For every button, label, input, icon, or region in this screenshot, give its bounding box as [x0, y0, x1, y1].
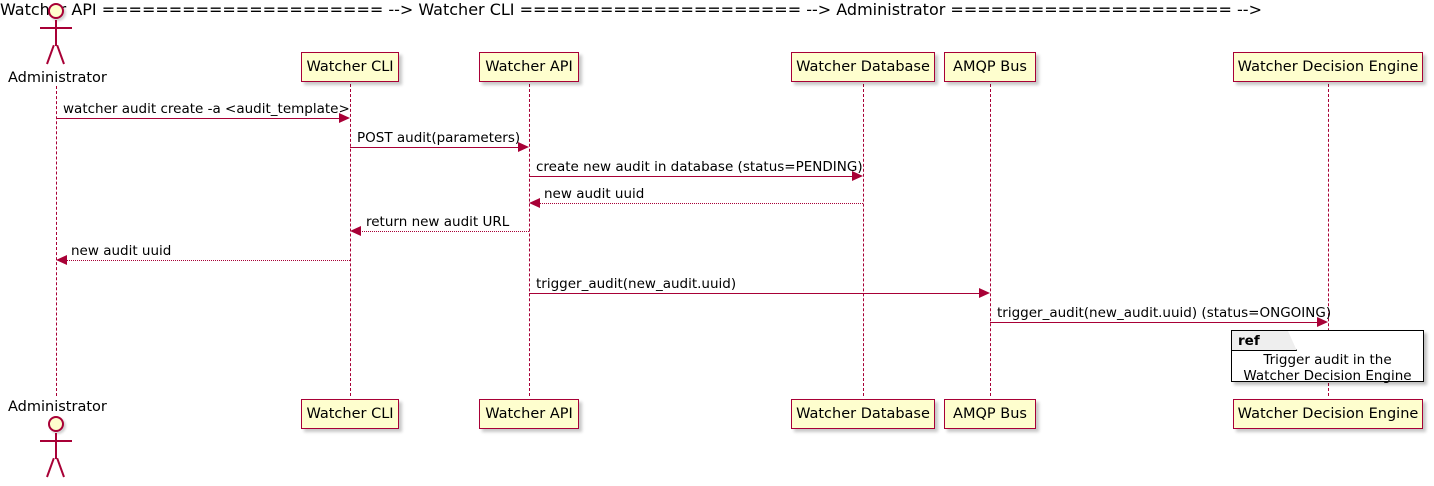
- lifeline-watcher-cli: [350, 84, 351, 396]
- actor-body-icon: [55, 20, 57, 46]
- participant-label-watcher-cli-top: Watcher CLI: [306, 58, 394, 75]
- participant-box-watcher-database-top[interactable]: Watcher Database: [791, 52, 935, 82]
- message-label-new-audit-uuid-api: new audit uuid: [544, 186, 645, 202]
- actor-arms-icon: [40, 27, 72, 29]
- actor-body-icon: [55, 433, 57, 459]
- message-line-watcher-audit-create: [56, 118, 342, 119]
- lifeline-amqp-bus: [990, 84, 991, 396]
- participant-label-watcher-decision-engine-bottom: Watcher Decision Engine: [1237, 405, 1419, 422]
- message-line-new-audit-uuid-api: [537, 203, 863, 204]
- participant-label-watcher-database-top: Watcher Database: [796, 58, 930, 75]
- actor-arms-icon: [40, 440, 72, 442]
- participant-label-watcher-api-top: Watcher API: [485, 58, 573, 75]
- participant-box-watcher-api-bottom[interactable]: Watcher API: [479, 399, 579, 429]
- ref-fragment-line-2: Watcher Decision Engine: [1243, 368, 1412, 384]
- participant-box-amqp-bus-bottom[interactable]: AMQP Bus: [944, 399, 1036, 429]
- message-label-trigger-audit-ongoing: trigger_audit(new_audit.uuid) (status=ON…: [997, 305, 1332, 321]
- message-label-post-audit: POST audit(parameters): [357, 130, 521, 146]
- actor-administrator-bottom[interactable]: [33, 416, 79, 478]
- ref-fragment-tab-label: ref: [1238, 332, 1260, 349]
- message-line-trigger-audit-ongoing: [990, 322, 1320, 323]
- lifeline-watcher-api: [529, 84, 530, 396]
- lifeline-administrator: [56, 86, 57, 396]
- message-label-trigger-audit: trigger_audit(new_audit.uuid): [536, 276, 737, 292]
- participant-label-administrator-top: Administrator: [8, 70, 107, 86]
- actor-right-leg-icon: [56, 44, 65, 65]
- message-line-create-new-audit: [529, 176, 855, 177]
- participant-label-watcher-api-bottom: Watcher API: [485, 405, 573, 422]
- lifeline-watcher-database: [863, 84, 864, 396]
- message-label-new-audit-uuid-admin: new audit uuid: [71, 243, 172, 259]
- participant-label-amqp-bus-bottom: AMQP Bus: [953, 405, 1027, 422]
- participant-box-watcher-decision-engine-top[interactable]: Watcher Decision Engine: [1233, 52, 1423, 82]
- ref-fragment-line-1: Trigger audit in the: [1263, 352, 1392, 368]
- message-line-new-audit-uuid-admin: [64, 260, 350, 261]
- participant-label-watcher-database-bottom: Watcher Database: [796, 405, 930, 422]
- actor-right-leg-icon: [56, 457, 65, 478]
- participant-box-watcher-cli-bottom[interactable]: Watcher CLI: [301, 399, 399, 429]
- participant-box-watcher-cli-top[interactable]: Watcher CLI: [301, 52, 399, 82]
- participant-box-amqp-bus-top[interactable]: AMQP Bus: [944, 52, 1036, 82]
- arrowhead-trigger-audit: [979, 288, 990, 298]
- ref-fragment-body: Trigger audit in the Watcher Decision En…: [1232, 352, 1423, 384]
- participant-label-amqp-bus-top: AMQP Bus: [953, 58, 1027, 75]
- message-label-watcher-audit-create: watcher audit create -a <audit_template>: [63, 101, 350, 117]
- participant-label-watcher-cli-bottom: Watcher CLI: [306, 405, 394, 422]
- participant-box-watcher-decision-engine-bottom[interactable]: Watcher Decision Engine: [1233, 399, 1423, 429]
- participant-box-watcher-database-bottom[interactable]: Watcher Database: [791, 399, 935, 429]
- message-label-create-new-audit: create new audit in database (status=PEN…: [536, 159, 863, 175]
- ref-fragment-tab: ref: [1232, 331, 1297, 351]
- arrowhead-create-new-audit: [852, 171, 863, 181]
- actor-left-leg-icon: [46, 457, 55, 478]
- arrowhead-return-new-audit-url: [350, 226, 361, 236]
- lifeline-watcher-decision-engine: [1328, 84, 1329, 396]
- arrowhead-trigger-audit-ongoing: [1317, 317, 1328, 327]
- actor-head-icon: [48, 416, 64, 432]
- participant-label-administrator-bottom: Administrator: [8, 399, 107, 415]
- message-line-post-audit: [350, 147, 521, 148]
- arrowhead-watcher-audit-create: [339, 113, 350, 123]
- arrowhead-new-audit-uuid-api: [529, 198, 540, 208]
- message-label-return-new-audit-url: return new audit URL: [366, 214, 510, 230]
- participant-box-watcher-api-top[interactable]: Watcher API: [479, 52, 579, 82]
- actor-head-icon: [48, 3, 64, 19]
- arrowhead-post-audit: [518, 142, 529, 152]
- participant-label-watcher-decision-engine-top: Watcher Decision Engine: [1237, 58, 1419, 75]
- actor-left-leg-icon: [46, 44, 55, 65]
- message-line-trigger-audit: [529, 293, 982, 294]
- message-line-return-new-audit-url: [358, 231, 529, 232]
- arrowhead-new-audit-uuid-admin: [56, 255, 67, 265]
- actor-administrator-top[interactable]: [33, 3, 79, 65]
- ref-fragment[interactable]: ref Trigger audit in the Watcher Decisio…: [1231, 330, 1424, 384]
